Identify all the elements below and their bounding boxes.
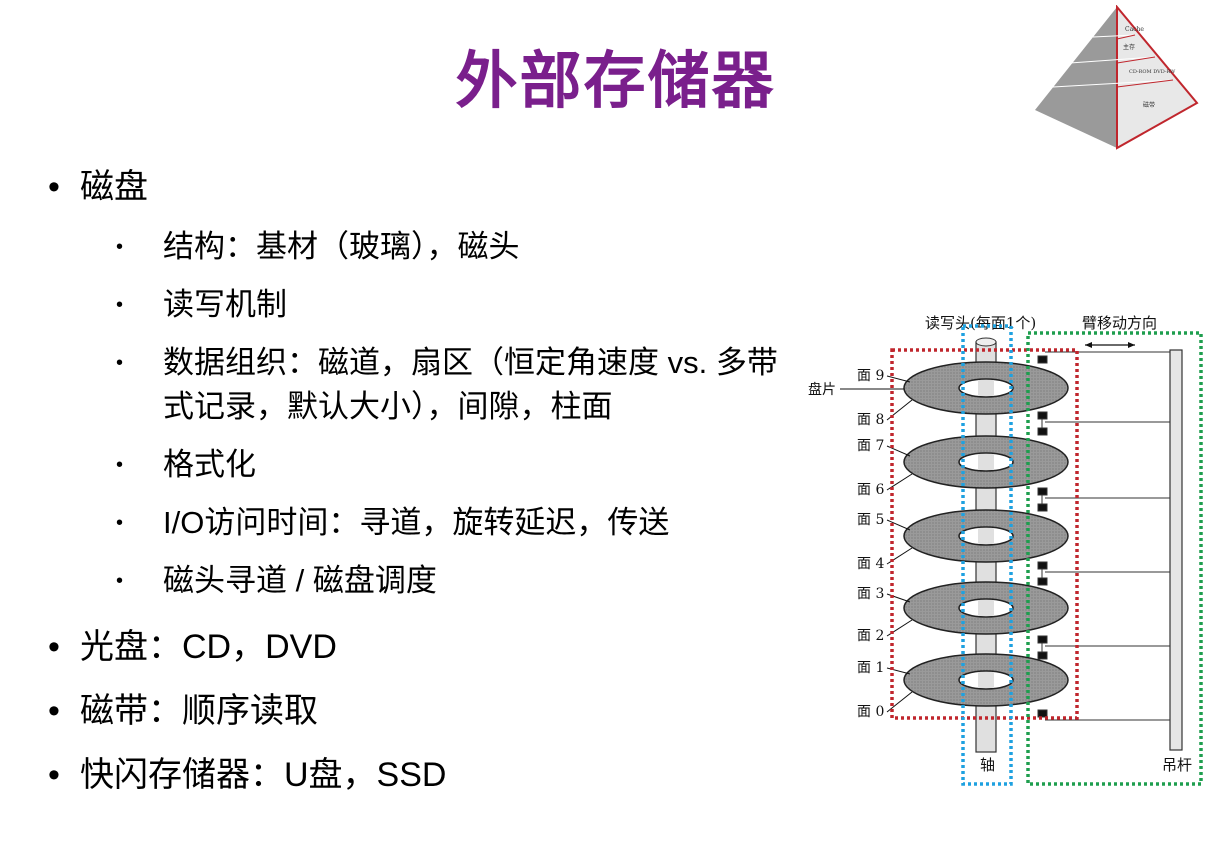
bullet-dot: • [48,628,60,666]
read-write-head [1037,503,1048,512]
surface-label: 面 5 [857,512,884,528]
list-item-text: 格式化 [163,447,256,482]
pyramid-label: Cache [1125,26,1144,33]
surface-label: 面 2 [857,628,884,644]
list-item: • 光盘：CD，DVD [48,625,808,669]
read-write-head [1037,355,1048,364]
pyramid-label: 主存 [1123,43,1135,51]
platter [903,361,1069,415]
bullet-dot: • [48,692,60,730]
slide-title: 外部存储器 [455,47,776,116]
memory-hierarchy-pyramid-icon: Cache 主存 CD-ROM DVD-RW 磁带 [1035,5,1199,150]
surface-label: 面 9 [857,368,884,384]
surface-label: 面 6 [857,482,884,498]
bullet-dot: • [116,512,124,534]
rod [1169,349,1183,751]
surface-label: 面 0 [857,704,884,720]
platter [903,581,1069,635]
spindle-label: 轴 [980,756,995,774]
list-item: • 数据组织：磁道，扇区（恒定角速度 vs. 多带式记录，默认大小），间隙，柱面 [116,341,803,429]
read-write-head [1037,635,1048,644]
bullet-dot: • [48,756,60,794]
list-item: • 格式化 [116,443,808,487]
head-label: 读写头(每面1个) [925,314,1036,332]
list-item: • 磁带：顺序读取 [48,689,808,733]
bullet-dot: • [116,236,124,258]
read-write-head [1037,651,1048,660]
read-write-head [1037,427,1048,436]
list-item: • I/O访问时间：寻道，旋转延迟，传送 [116,501,808,545]
list-item-text: 结构：基材（玻璃），磁头 [163,229,520,264]
read-write-head [1037,561,1048,570]
list-item-text: 光盘：CD，DVD [80,628,337,666]
arm-direction-label: 臂移动方向 [1082,314,1157,332]
bullet-dot: • [116,454,124,476]
read-write-head [1037,577,1048,586]
pyramid-label: CD-ROM DVD-RW [1129,69,1176,75]
green-highlight-box [1026,331,1203,786]
list-item: • 磁盘 [48,165,808,209]
disk-structure-diagram: 读写头(每面1个) 臂移动方向 吊杆 轴 [808,314,1203,786]
platter [903,509,1069,563]
surface-label: 面 1 [857,660,884,676]
platter-label: 盘片 [808,381,836,398]
bullet-dot: • [116,352,124,374]
red-highlight-box [890,348,1079,720]
list-item-text: I/O访问时间：寻道，旋转延迟，传送 [163,505,670,540]
list-item: • 读写机制 [116,283,808,327]
read-write-head [1037,411,1048,420]
rod-label: 吊杆 [1162,756,1192,774]
surface-label: 面 8 [857,412,884,428]
list-item-text: 磁头寻道 / 磁盘调度 [163,563,437,598]
list-item-text: 读写机制 [163,287,287,322]
bullet-dot: • [48,168,60,206]
blue-highlight-box [961,324,1013,786]
bullet-list: • 磁盘 • 结构：基材（玻璃），磁头 • 读写机制 • 数据组织：磁道，扇区（… [48,165,808,794]
read-write-head [1037,709,1048,718]
surface-label: 面 3 [857,586,884,602]
surface-label: 面 7 [857,438,884,454]
list-item-text: 磁盘 [80,168,148,206]
list-item: • 磁头寻道 / 磁盘调度 [116,559,808,603]
pyramid-label: 磁带 [1143,101,1155,109]
bullet-dot: • [116,294,124,316]
surface-label: 面 4 [857,556,884,572]
list-item: • 快闪存储器：U盘，SSD [48,753,808,797]
bullet-dot: • [116,570,124,592]
platter [903,435,1069,489]
read-write-head [1037,487,1048,496]
platter [903,653,1069,707]
list-item-text: 数据组织：磁道，扇区（恒定角速度 vs. 多带式记录，默认大小），间隙，柱面 [163,345,778,424]
list-item-text: 快闪存储器：U盘，SSD [80,756,447,794]
list-item-text: 磁带：顺序读取 [80,692,318,730]
list-item: • 结构：基材（玻璃），磁头 [116,225,808,269]
